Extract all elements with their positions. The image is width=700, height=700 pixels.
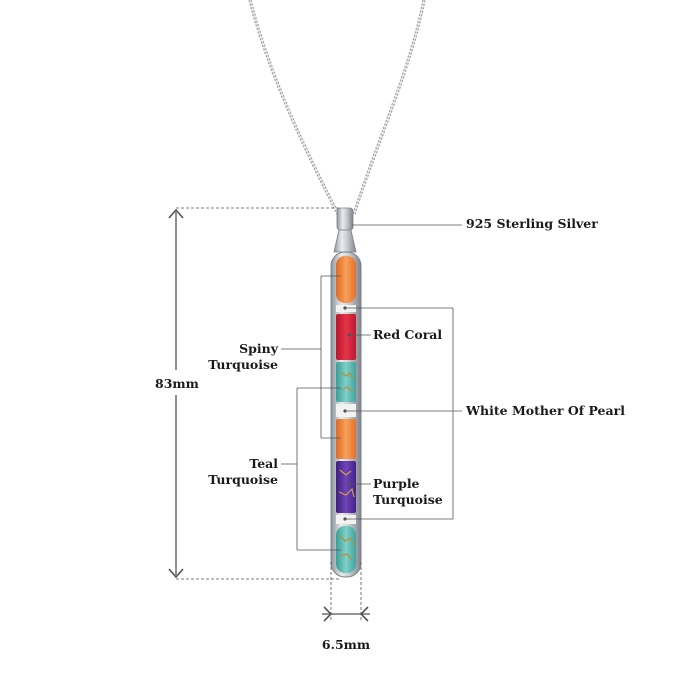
- label-spiny-line1: Spiny: [239, 341, 278, 356]
- label-purple-line2: Turquoise: [373, 492, 443, 507]
- stone-spiny-middle: [336, 419, 356, 459]
- label-red-coral: Red Coral: [373, 327, 443, 342]
- turquoise-matrix-2: [339, 534, 354, 561]
- purple-matrix: [338, 469, 355, 498]
- label-teal-line2: Turquoise: [208, 472, 278, 487]
- label-spiny-line2: Turquoise: [208, 357, 278, 372]
- stone-purple-turquoise: [336, 461, 356, 513]
- chain: [248, 0, 426, 215]
- stone-teal-turquoise-2: [336, 526, 356, 573]
- label-material: 925 Sterling Silver: [466, 216, 598, 231]
- label-white-mop: White Mother Of Pearl: [466, 403, 625, 418]
- pendant-bail: [333, 207, 357, 253]
- dimension-guides: [168, 207, 462, 622]
- label-height: 83mm: [155, 376, 199, 391]
- label-purple-line1: Purple: [373, 476, 420, 491]
- label-teal-line1: Teal: [249, 456, 278, 471]
- label-width: 6.5mm: [321, 637, 371, 652]
- stone-red-coral: [336, 314, 356, 360]
- turquoise-matrix: [339, 371, 354, 393]
- stone-spiny-top: [336, 256, 356, 303]
- stone-teal-turquoise-1: [336, 362, 356, 402]
